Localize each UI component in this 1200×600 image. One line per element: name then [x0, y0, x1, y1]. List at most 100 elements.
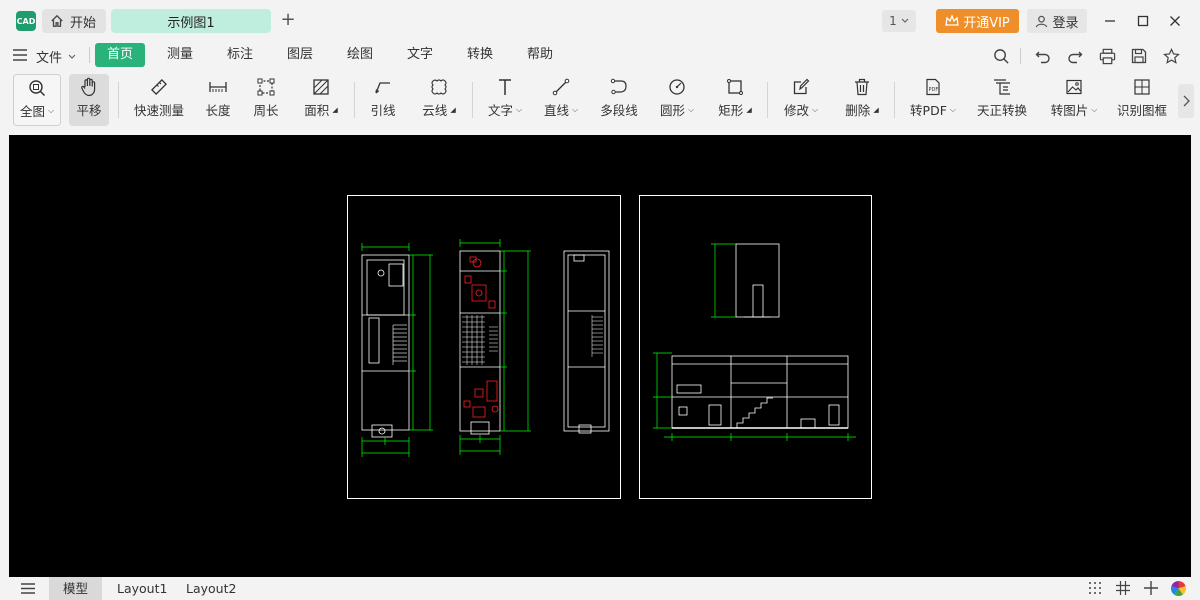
menu-layers[interactable]: 图层 [287, 47, 314, 62]
drawing-canvas[interactable] [9, 135, 1191, 577]
tangent-convert-icon [994, 79, 1010, 95]
image-icon [1066, 79, 1082, 95]
line-label: 直线 [543, 103, 569, 118]
divider [1020, 48, 1021, 64]
chevron-down-icon [68, 54, 76, 59]
tab-document[interactable]: 示例图1 [111, 9, 271, 33]
quick-measure-label: 快速测量 [133, 103, 184, 118]
add-tab-button[interactable]: + [280, 9, 296, 30]
delete-button[interactable]: 删除◢ [838, 74, 886, 126]
close-button[interactable] [1164, 10, 1186, 32]
menu-home[interactable]: 首页 [95, 43, 146, 67]
tangent-convert-label: 天正转换 [976, 103, 1027, 118]
furniture-1f [463, 256, 499, 418]
undo-button[interactable] [1033, 46, 1053, 66]
menu-text[interactable]: 文字 [407, 47, 434, 62]
page-select[interactable]: 1 [882, 10, 916, 32]
ribbon-scroll-right[interactable] [1178, 84, 1194, 118]
rectangle-label: 矩形 [718, 103, 744, 118]
print-button[interactable] [1097, 46, 1117, 66]
quick-measure-button[interactable]: 快速测量 [131, 74, 187, 126]
floor-plan-2f [361, 254, 410, 438]
modify-button[interactable]: 修改⌵ [780, 74, 822, 126]
to-pdf-label: 转PDF [910, 103, 947, 118]
close-icon [1170, 16, 1180, 26]
minimize-button[interactable] [1099, 10, 1121, 32]
delete-label: 删除 [845, 103, 871, 118]
frame-detect-label: 识别图框 [1116, 103, 1167, 118]
login-label: 登录 [1052, 15, 1079, 31]
chevron-down-icon: ⌵ [687, 104, 695, 114]
favorite-button[interactable] [1161, 46, 1181, 66]
cloud-button[interactable]: 云线◢ [414, 74, 464, 126]
zoom-extents-button[interactable]: 全图⌵ [13, 74, 61, 126]
crosshair-icon [1144, 581, 1158, 595]
divider [767, 82, 768, 118]
ribbon-toolbar: 全图⌵ 平移 快速测量 长度 周长 面积◢ 引线 云线◢ 文字⌵ 直线⌵ [0, 72, 1200, 128]
snap-grid-button[interactable] [1087, 580, 1103, 596]
crosshair-button[interactable] [1143, 580, 1159, 596]
dimensions-2f [361, 243, 433, 457]
chevron-down-icon [901, 18, 909, 23]
line-icon [552, 78, 570, 96]
tab-layout1[interactable]: Layout1 [117, 581, 168, 596]
home-icon [51, 14, 63, 27]
divider [894, 82, 895, 118]
ruler-icon [151, 79, 167, 95]
leader-label: 引线 [370, 103, 396, 118]
divider [472, 82, 473, 118]
to-image-label: 转图片 [1050, 103, 1089, 118]
tab-home-label: 开始 [70, 15, 97, 31]
tab-document-label: 示例图1 [167, 15, 215, 31]
maximize-button[interactable] [1132, 10, 1154, 32]
polyline-button[interactable]: 多段线 [597, 74, 641, 126]
menu-help[interactable]: 帮助 [527, 47, 554, 62]
redo-icon [1068, 51, 1083, 64]
grid-button[interactable] [1115, 580, 1131, 596]
menu-measure[interactable]: 测量 [167, 47, 194, 62]
to-image-button[interactable]: 转图片⌵ [1046, 74, 1102, 126]
search-button[interactable] [991, 46, 1011, 66]
menu-draw[interactable]: 绘图 [347, 47, 374, 62]
to-pdf-button[interactable]: PDF 转PDF⌵ [906, 74, 960, 126]
divider [118, 82, 119, 118]
text-button[interactable]: 文字⌵ [484, 74, 526, 126]
tab-layout2[interactable]: Layout2 [186, 581, 237, 596]
menu-convert[interactable]: 转换 [467, 47, 494, 62]
menu-annotate[interactable]: 标注 [227, 47, 254, 62]
frame-detect-button[interactable]: 识别图框 [1114, 74, 1170, 126]
tangent-convert-button[interactable]: 天正转换 [974, 74, 1030, 126]
hamburger-icon[interactable] [12, 48, 28, 62]
crown-icon [945, 15, 959, 26]
text-icon [499, 79, 511, 95]
perimeter-button[interactable]: 周长 [248, 74, 284, 126]
rectangle-button[interactable]: 矩形◢ [712, 74, 758, 126]
area-button[interactable]: 面积◢ [296, 74, 346, 126]
vip-label: 开通VIP [963, 15, 1010, 31]
login-button[interactable]: 登录 [1027, 9, 1087, 33]
polyline-label: 多段线 [600, 103, 638, 118]
perimeter-icon [257, 78, 275, 96]
file-menu[interactable]: 文件 [36, 47, 76, 66]
hamburger-icon[interactable] [20, 582, 36, 595]
grid-icon [1116, 581, 1130, 595]
length-button[interactable]: 长度 [200, 74, 236, 126]
pan-label: 平移 [76, 103, 102, 118]
edit-icon [793, 78, 810, 95]
tab-model[interactable]: 模型 [49, 577, 103, 600]
minimize-icon [1105, 20, 1115, 22]
color-palette-button[interactable] [1170, 580, 1186, 596]
circle-label: 圆形 [659, 103, 685, 118]
svg-text:PDF: PDF [929, 87, 939, 93]
vip-button[interactable]: 开通VIP [936, 9, 1019, 33]
save-button[interactable] [1129, 46, 1149, 66]
page-number: 1 [889, 14, 897, 28]
redo-button[interactable] [1065, 46, 1085, 66]
pan-button[interactable]: 平移 [69, 74, 109, 126]
leader-button[interactable]: 引线 [365, 74, 401, 126]
tab-home[interactable]: 开始 [42, 9, 106, 33]
circle-button[interactable]: 圆形⌵ [656, 74, 698, 126]
undo-icon [1035, 51, 1050, 64]
line-button[interactable]: 直线⌵ [540, 74, 582, 126]
zoom-extents-icon [29, 80, 46, 97]
